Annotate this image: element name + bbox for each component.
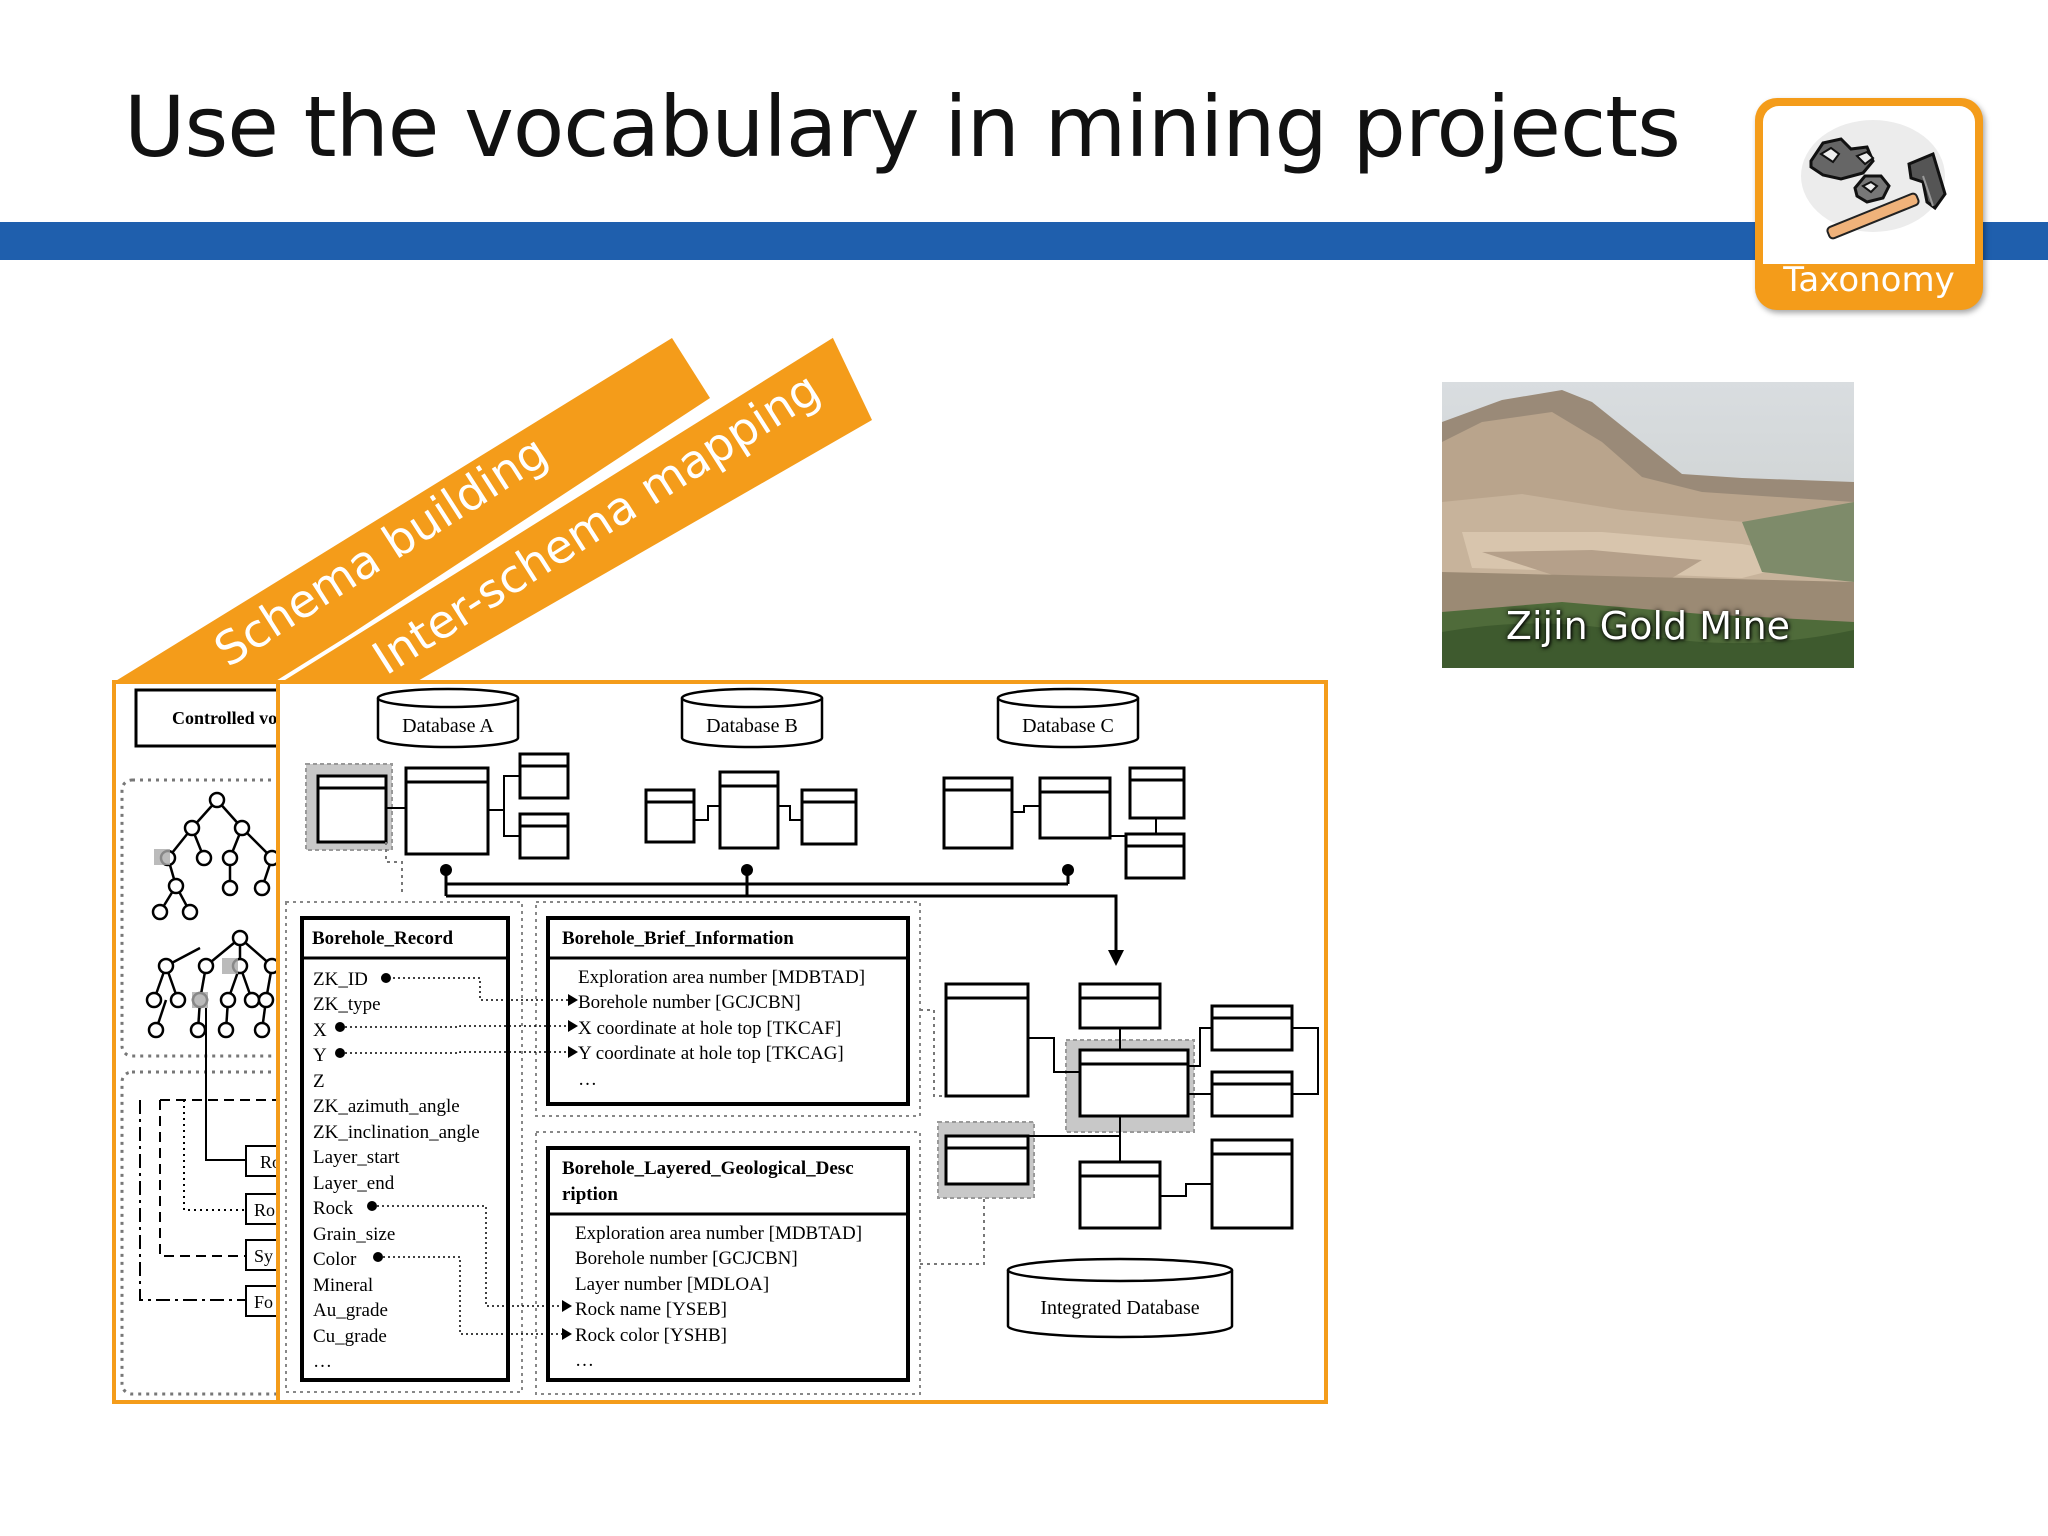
- field: Au_grade: [313, 1300, 388, 1321]
- database-a-tables: [316, 752, 570, 860]
- field: ZK_type: [313, 994, 381, 1015]
- back-panel-frame: [112, 680, 296, 1404]
- title-underline-band: [0, 222, 2048, 260]
- side-label: Ro: [254, 1200, 275, 1220]
- highlight-link: [385, 842, 403, 896]
- mapping-arrowheads: [562, 994, 578, 1340]
- highlight-node: [192, 992, 208, 1008]
- database-a-label: Database A: [402, 715, 494, 737]
- field: Mineral: [313, 1275, 373, 1296]
- field: ZK_azimuth_angle: [313, 1096, 460, 1117]
- borehole-record-table: [300, 916, 510, 1382]
- vocab-tree-1: [151, 791, 281, 921]
- slide-title: Use the vocabulary in mining projects: [124, 78, 1681, 176]
- record-region: [285, 901, 523, 1393]
- mapping-dots: [335, 973, 391, 1262]
- integrated-database: [1006, 1257, 1234, 1339]
- mine-photo: Zijin Gold Mine: [1442, 382, 1854, 668]
- field: …: [313, 1351, 332, 1372]
- database-c: [996, 687, 1140, 749]
- highlight-node: [154, 849, 170, 865]
- schema-building-banner: [114, 338, 710, 682]
- field: Rock: [313, 1198, 354, 1219]
- badge-label: Taxonomy: [1783, 260, 1955, 300]
- database-c-tables: [942, 766, 1186, 880]
- photo-caption: Zijin Gold Mine: [1505, 604, 1791, 648]
- mine-landscape-image: [1442, 382, 1854, 668]
- field: Exploration area number [MDBTAD]: [578, 967, 865, 988]
- integrated-dotted-links: [920, 1009, 985, 1265]
- layered-region: [535, 1131, 921, 1395]
- field: Borehole number [GCJCBN]: [575, 1248, 798, 1269]
- field: ZK_inclination_angle: [313, 1122, 480, 1143]
- field: Exploration area number [MDBTAD]: [575, 1223, 862, 1244]
- flow-arrowhead: [1108, 950, 1124, 966]
- field: Cu_grade: [313, 1326, 387, 1347]
- vocab-connectors: [139, 1008, 290, 1301]
- database-b-label: Database B: [706, 715, 798, 737]
- database-c-links: [1012, 805, 1157, 848]
- borehole-record-title: Borehole_Record: [312, 928, 453, 949]
- field: X: [313, 1020, 327, 1041]
- highlight-node: [222, 958, 238, 974]
- link-dot: [1062, 864, 1074, 876]
- integrated-links: [1027, 1027, 1319, 1197]
- controlled-vocab-box: [134, 688, 288, 748]
- integrated-database-label: Integrated Database: [1040, 1297, 1199, 1319]
- field: Z: [313, 1071, 325, 1092]
- field: Layer number [MDLOA]: [575, 1274, 769, 1295]
- schema-building-panel: Schema building Controlled vo: [112, 338, 710, 1404]
- brief-information-fields: Exploration area number [MDBTAD] Borehol…: [578, 967, 865, 1090]
- layered-description-title: Borehole_Layered_Geological_Desc: [562, 1158, 854, 1179]
- database-b-tables: [644, 770, 858, 850]
- controlled-vocab-label: Controlled vo: [172, 708, 277, 728]
- brief-information-table: [546, 916, 910, 1106]
- badge-icon-area: [1763, 106, 1975, 264]
- field: …: [578, 1069, 597, 1090]
- field: Y coordinate at hole top [TKCAG]: [578, 1043, 844, 1064]
- field: Borehole number [GCJCBN]: [578, 992, 801, 1013]
- borehole-record-fields: ZK_ID ZK_type X Y Z ZK_azimuth_angle ZK_…: [313, 969, 480, 1372]
- database-c-label: Database C: [1022, 715, 1114, 737]
- integrated-schema-tables: [944, 982, 1294, 1230]
- field: Layer_start: [313, 1147, 400, 1168]
- side-label: Sy: [254, 1246, 273, 1266]
- field: …: [575, 1350, 594, 1371]
- field: Layer_end: [313, 1173, 395, 1194]
- database-a-links: [386, 775, 520, 837]
- field: Y: [313, 1045, 327, 1066]
- field: Color: [313, 1249, 357, 1270]
- database-b-links: [694, 805, 802, 821]
- inter-schema-mapping-banner: [278, 336, 872, 682]
- rock-hammer-icon: [1801, 120, 1947, 240]
- layered-description-fields: Exploration area number [MDBTAD] Borehol…: [575, 1223, 862, 1371]
- layered-description-table: [546, 1146, 910, 1382]
- link-dot: [440, 864, 452, 876]
- field: Rock name [YSEB]: [575, 1299, 727, 1320]
- inter-schema-mapping-panel: Database A Database B Database C: [276, 680, 1328, 1404]
- database-a: [376, 687, 520, 749]
- field: X coordinate at hole top [TKCAF]: [578, 1018, 841, 1039]
- field: ZK_ID: [313, 969, 368, 990]
- taxonomy-badge: Taxonomy: [1755, 98, 1983, 310]
- brief-information-title: Borehole_Brief_Information: [562, 928, 794, 949]
- link-dot: [741, 864, 753, 876]
- mapping-connectors: [340, 977, 572, 1335]
- side-label: Ro: [260, 1152, 281, 1172]
- field: Grain_size: [313, 1224, 395, 1245]
- side-label: Fo: [254, 1292, 273, 1312]
- layered-description-title-cont: ription: [562, 1184, 618, 1205]
- field: Rock color [YSHB]: [575, 1325, 727, 1346]
- database-b: [680, 687, 824, 749]
